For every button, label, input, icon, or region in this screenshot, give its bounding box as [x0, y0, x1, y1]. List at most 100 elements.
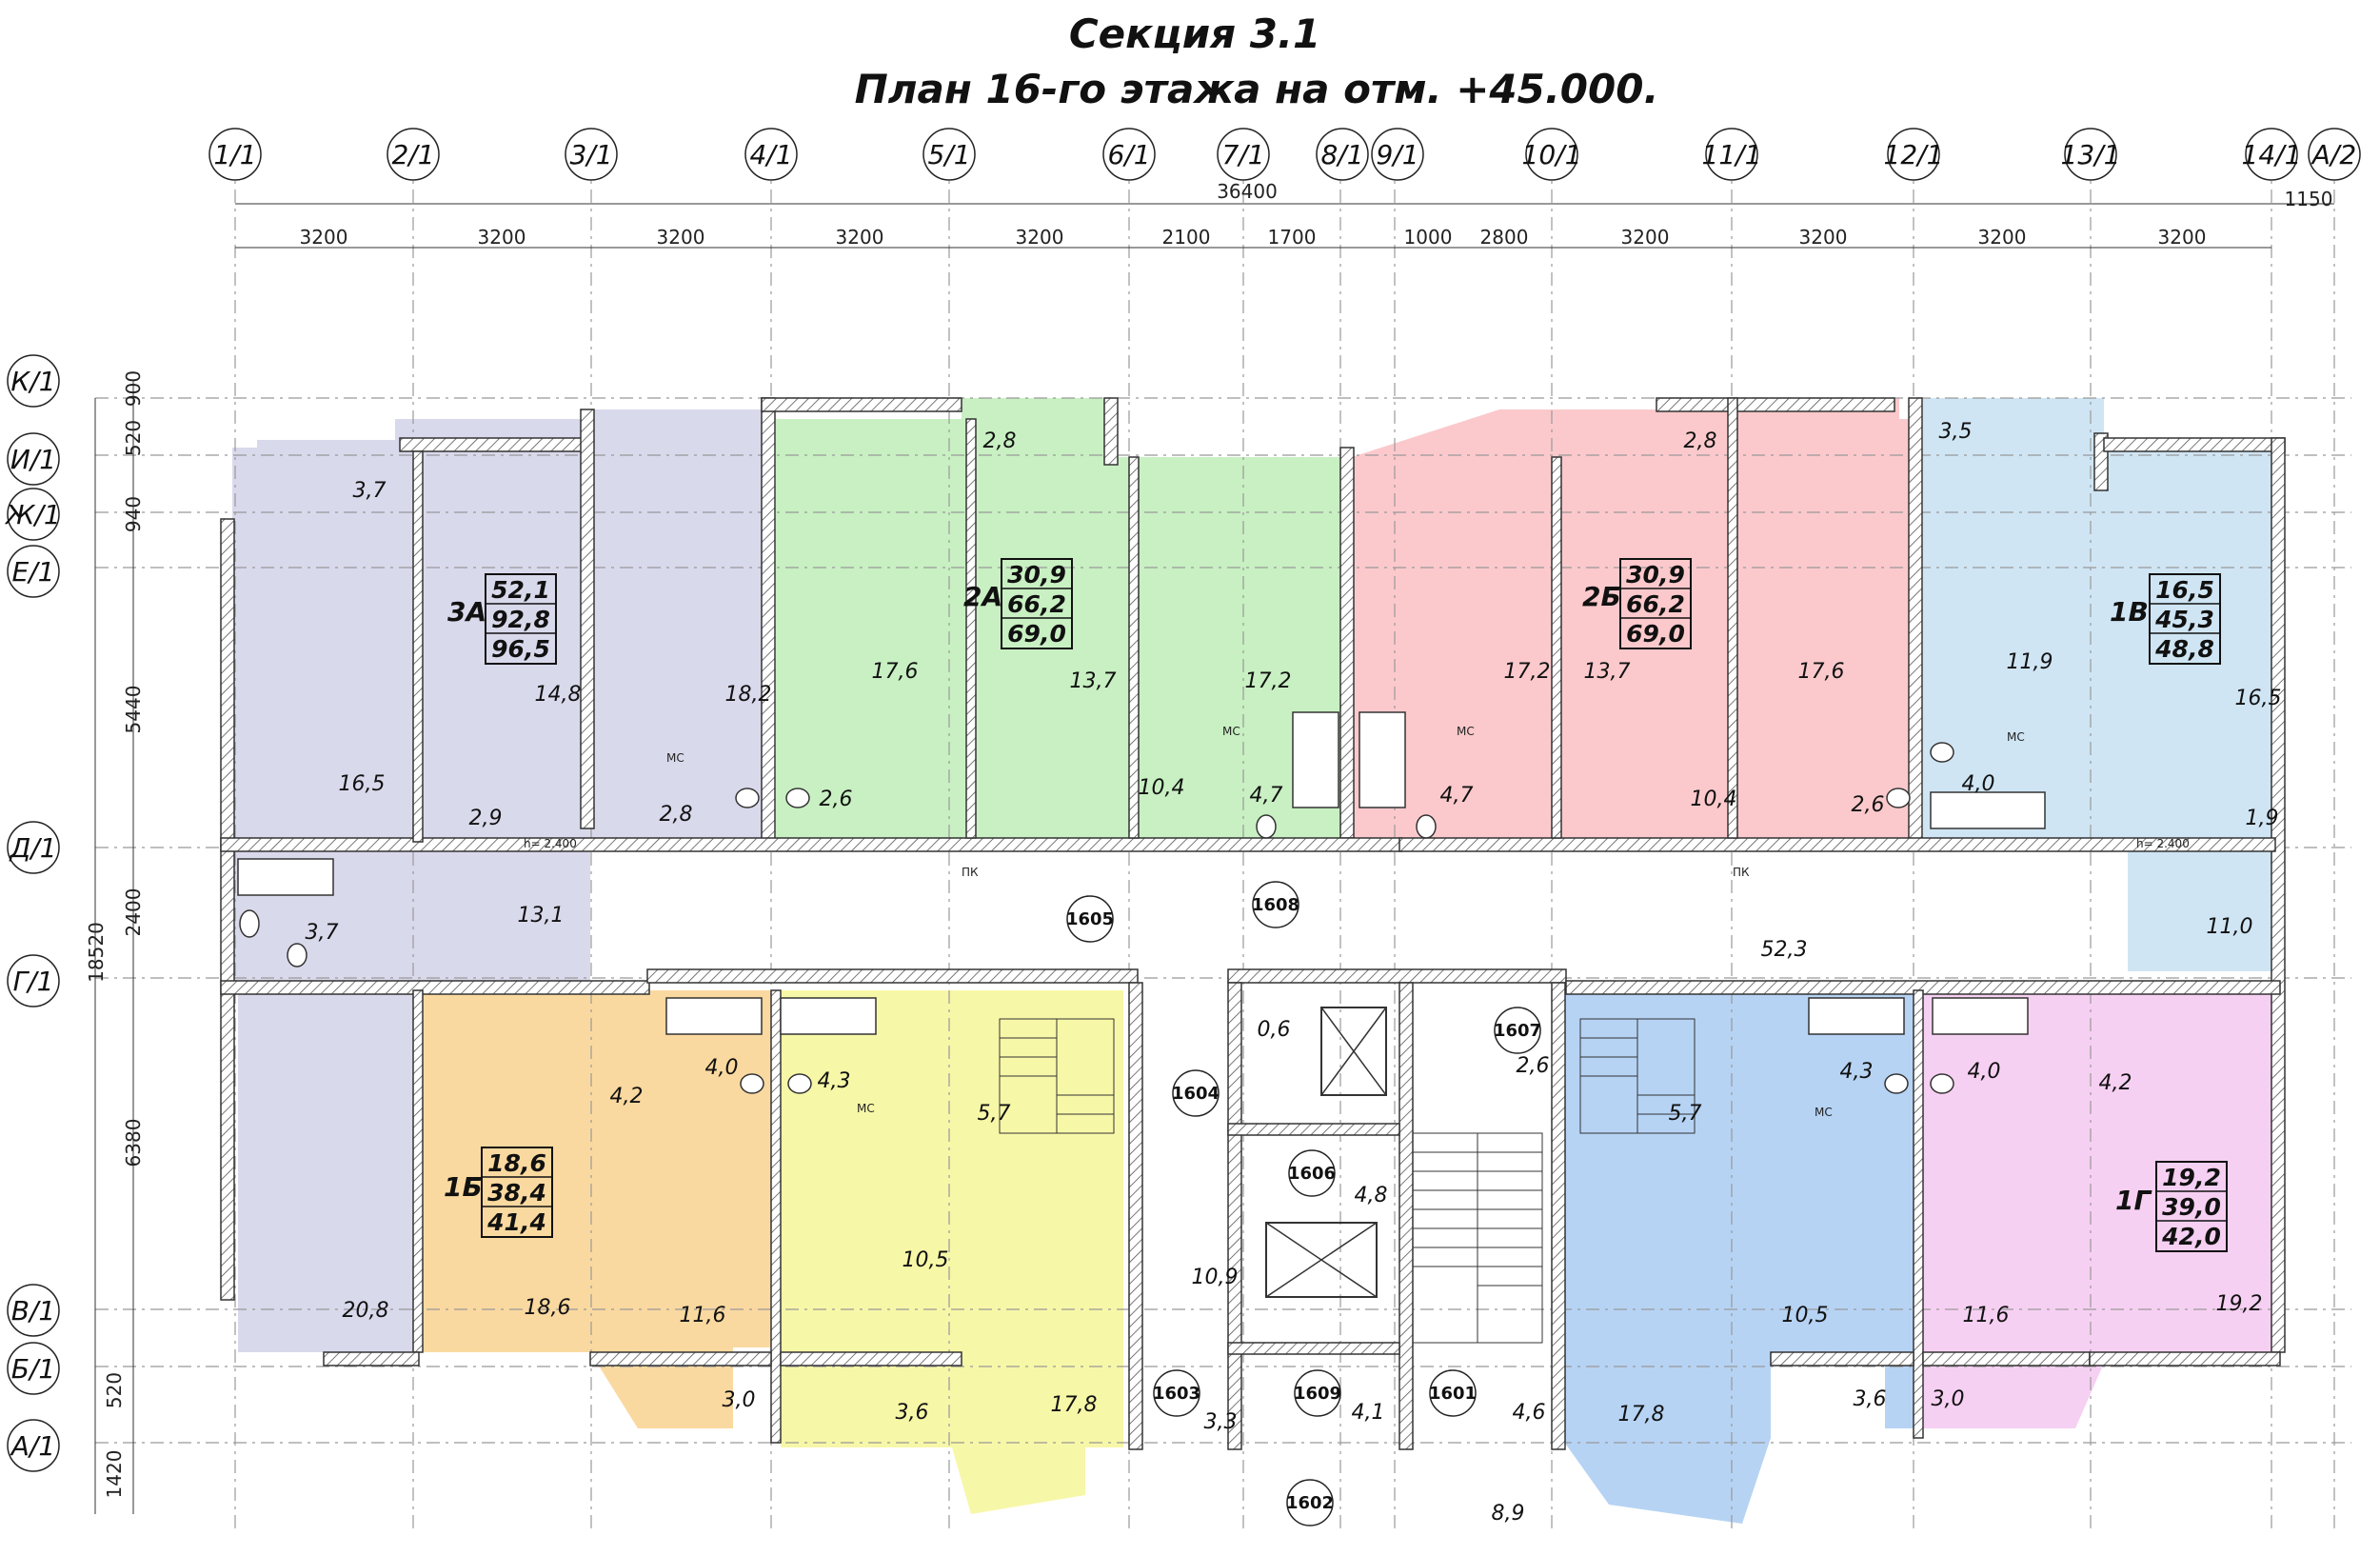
- apt-name: 1Б: [444, 1171, 483, 1203]
- room-area: 19,2: [2216, 1292, 2263, 1316]
- svg-text:13/1: 13/1: [2061, 139, 2121, 170]
- svg-text:Е/1: Е/1: [12, 556, 55, 588]
- core: [999, 1007, 1696, 1344]
- ceiling-height-mark: h= 2.400: [524, 837, 577, 850]
- axis-marker: 4/1: [744, 128, 798, 181]
- top-dimensions: 36400 1150 3200 3200 3200 3200 3200 2100…: [235, 180, 2334, 249]
- svg-text:1603: 1603: [1153, 1384, 1200, 1404]
- svg-text:2100: 2100: [1162, 226, 1211, 249]
- axis-marker: 5/1: [922, 128, 976, 181]
- top-axis-markers: 1/1 2/1 3/1 4/1 5/1 6/1 7/1 8/1 9/1 10/1…: [208, 128, 2361, 181]
- room-area: 11,0: [2207, 915, 2253, 939]
- bathtub: [1930, 791, 2046, 829]
- ceiling-height-mark: h= 2.400: [2136, 837, 2190, 850]
- room-area: 3,7: [353, 479, 387, 503]
- elevator-shaft-1: [1320, 1007, 1387, 1096]
- fixtures: [237, 711, 2046, 1094]
- svg-text:И/1: И/1: [10, 444, 56, 475]
- svg-text:А/1: А/1: [10, 1430, 55, 1462]
- svg-text:42,0: 42,0: [2161, 1223, 2221, 1250]
- room-number: 1603: [1153, 1369, 1200, 1417]
- apt-1g-fill: [1918, 990, 2280, 1428]
- svg-text:1/1: 1/1: [213, 139, 256, 170]
- room-area: 8,9: [1492, 1502, 1525, 1526]
- apt-info-box: 19,2 39,0 42,0: [2155, 1161, 2228, 1252]
- svg-text:11/1: 11/1: [1702, 139, 1762, 170]
- room-area: 4,1: [1352, 1401, 1385, 1425]
- apartment-fills: [232, 398, 2280, 1524]
- svg-text:1700: 1700: [1268, 226, 1317, 249]
- svg-text:1601: 1601: [1429, 1384, 1477, 1404]
- wc-mark: МС: [1815, 1106, 1833, 1119]
- room-number: 1609: [1294, 1369, 1341, 1417]
- room-area: 5,7: [978, 1102, 1011, 1126]
- svg-text:16,5: 16,5: [2155, 576, 2214, 604]
- walls: [220, 397, 2286, 1450]
- svg-text:69,0: 69,0: [1626, 620, 1685, 648]
- room-numbers: 1605 1608 1607 1604 1606 1603 1609 1601 …: [1066, 881, 1541, 1526]
- svg-text:8/1: 8/1: [1320, 139, 1363, 170]
- bathtub: [1359, 711, 1406, 808]
- svg-text:3200: 3200: [2158, 226, 2207, 249]
- svg-text:69,0: 69,0: [1007, 620, 1066, 648]
- apt-name: 2Б: [1582, 581, 1621, 612]
- svg-text:1606: 1606: [1288, 1164, 1336, 1184]
- room-area: 18,2: [725, 683, 772, 707]
- svg-text:1607: 1607: [1494, 1021, 1541, 1041]
- dim-total-width: 36400: [1217, 180, 1278, 203]
- svg-text:66,2: 66,2: [1626, 590, 1685, 618]
- room-area: 3,0: [723, 1388, 756, 1412]
- room-area: 2,6: [820, 788, 853, 811]
- room-area: 17,6: [1798, 660, 1845, 684]
- svg-text:3200: 3200: [1016, 226, 1064, 249]
- room-number: 1601: [1429, 1369, 1477, 1417]
- apt-name: 3А: [447, 596, 486, 628]
- svg-text:В/1: В/1: [11, 1295, 55, 1327]
- svg-text:14/1: 14/1: [2242, 139, 2302, 170]
- room-area: 3,3: [1204, 1410, 1238, 1434]
- svg-text:5440: 5440: [122, 686, 145, 734]
- room-area: 1,9: [2246, 807, 2279, 830]
- svg-text:1602: 1602: [1286, 1493, 1334, 1513]
- svg-text:38,4: 38,4: [487, 1179, 546, 1207]
- svg-text:19,2: 19,2: [2162, 1164, 2221, 1191]
- room-number: 1606: [1288, 1149, 1336, 1197]
- room-area: 11,6: [1963, 1304, 2010, 1327]
- svg-text:520: 520: [122, 420, 145, 456]
- toilet: [287, 943, 307, 968]
- room-area: 10,5: [902, 1248, 949, 1272]
- axis-marker: 10/1: [1522, 128, 1581, 181]
- room-area: 17,8: [1051, 1393, 1098, 1417]
- svg-text:520: 520: [103, 1372, 126, 1408]
- room-area: 2,8: [1684, 429, 1717, 453]
- room-area: 0,6: [1258, 1018, 1291, 1042]
- apt-3a-fill: [232, 409, 762, 1352]
- room-area: 18,6: [525, 1296, 571, 1320]
- svg-text:3200: 3200: [836, 226, 884, 249]
- apt-info-box: 30,9 66,2 69,0: [1001, 558, 1073, 649]
- room-area: 3,0: [1932, 1387, 1965, 1411]
- svg-text:66,2: 66,2: [1007, 590, 1066, 618]
- small-marks: h= 2.400 h= 2.400 МС МС МС МС МС МС ПК П…: [524, 725, 2190, 1119]
- apt-name: 2А: [963, 581, 1002, 612]
- room-area: 16,5: [339, 772, 386, 796]
- room-area: 4,3: [818, 1069, 851, 1093]
- room-area: 5,7: [1669, 1102, 1702, 1126]
- toilet: [1256, 814, 1277, 839]
- left-axis-markers: К/1 И/1 Ж/1 Е/1 Д/1 Г/1 В/1 Б/1 А/1: [4, 354, 61, 1472]
- axis-marker: Е/1: [7, 545, 60, 598]
- apt-info-box: 16,5 45,3 48,8: [2149, 573, 2221, 665]
- svg-text:18,6: 18,6: [487, 1149, 546, 1177]
- svg-text:2/1: 2/1: [391, 139, 434, 170]
- toilet: [1884, 1073, 1909, 1094]
- room-area: 17,2: [1504, 660, 1551, 684]
- room-area: 52,3: [1761, 938, 1808, 962]
- svg-text:2400: 2400: [122, 888, 145, 937]
- axis-marker: 3/1: [565, 128, 618, 181]
- axis-marker: Д/1: [7, 821, 60, 874]
- axis-marker: В/1: [7, 1284, 60, 1337]
- room-area: 3,7: [306, 921, 339, 945]
- axis-marker: К/1: [7, 354, 60, 408]
- bathtub: [665, 997, 763, 1035]
- svg-text:41,4: 41,4: [486, 1208, 546, 1236]
